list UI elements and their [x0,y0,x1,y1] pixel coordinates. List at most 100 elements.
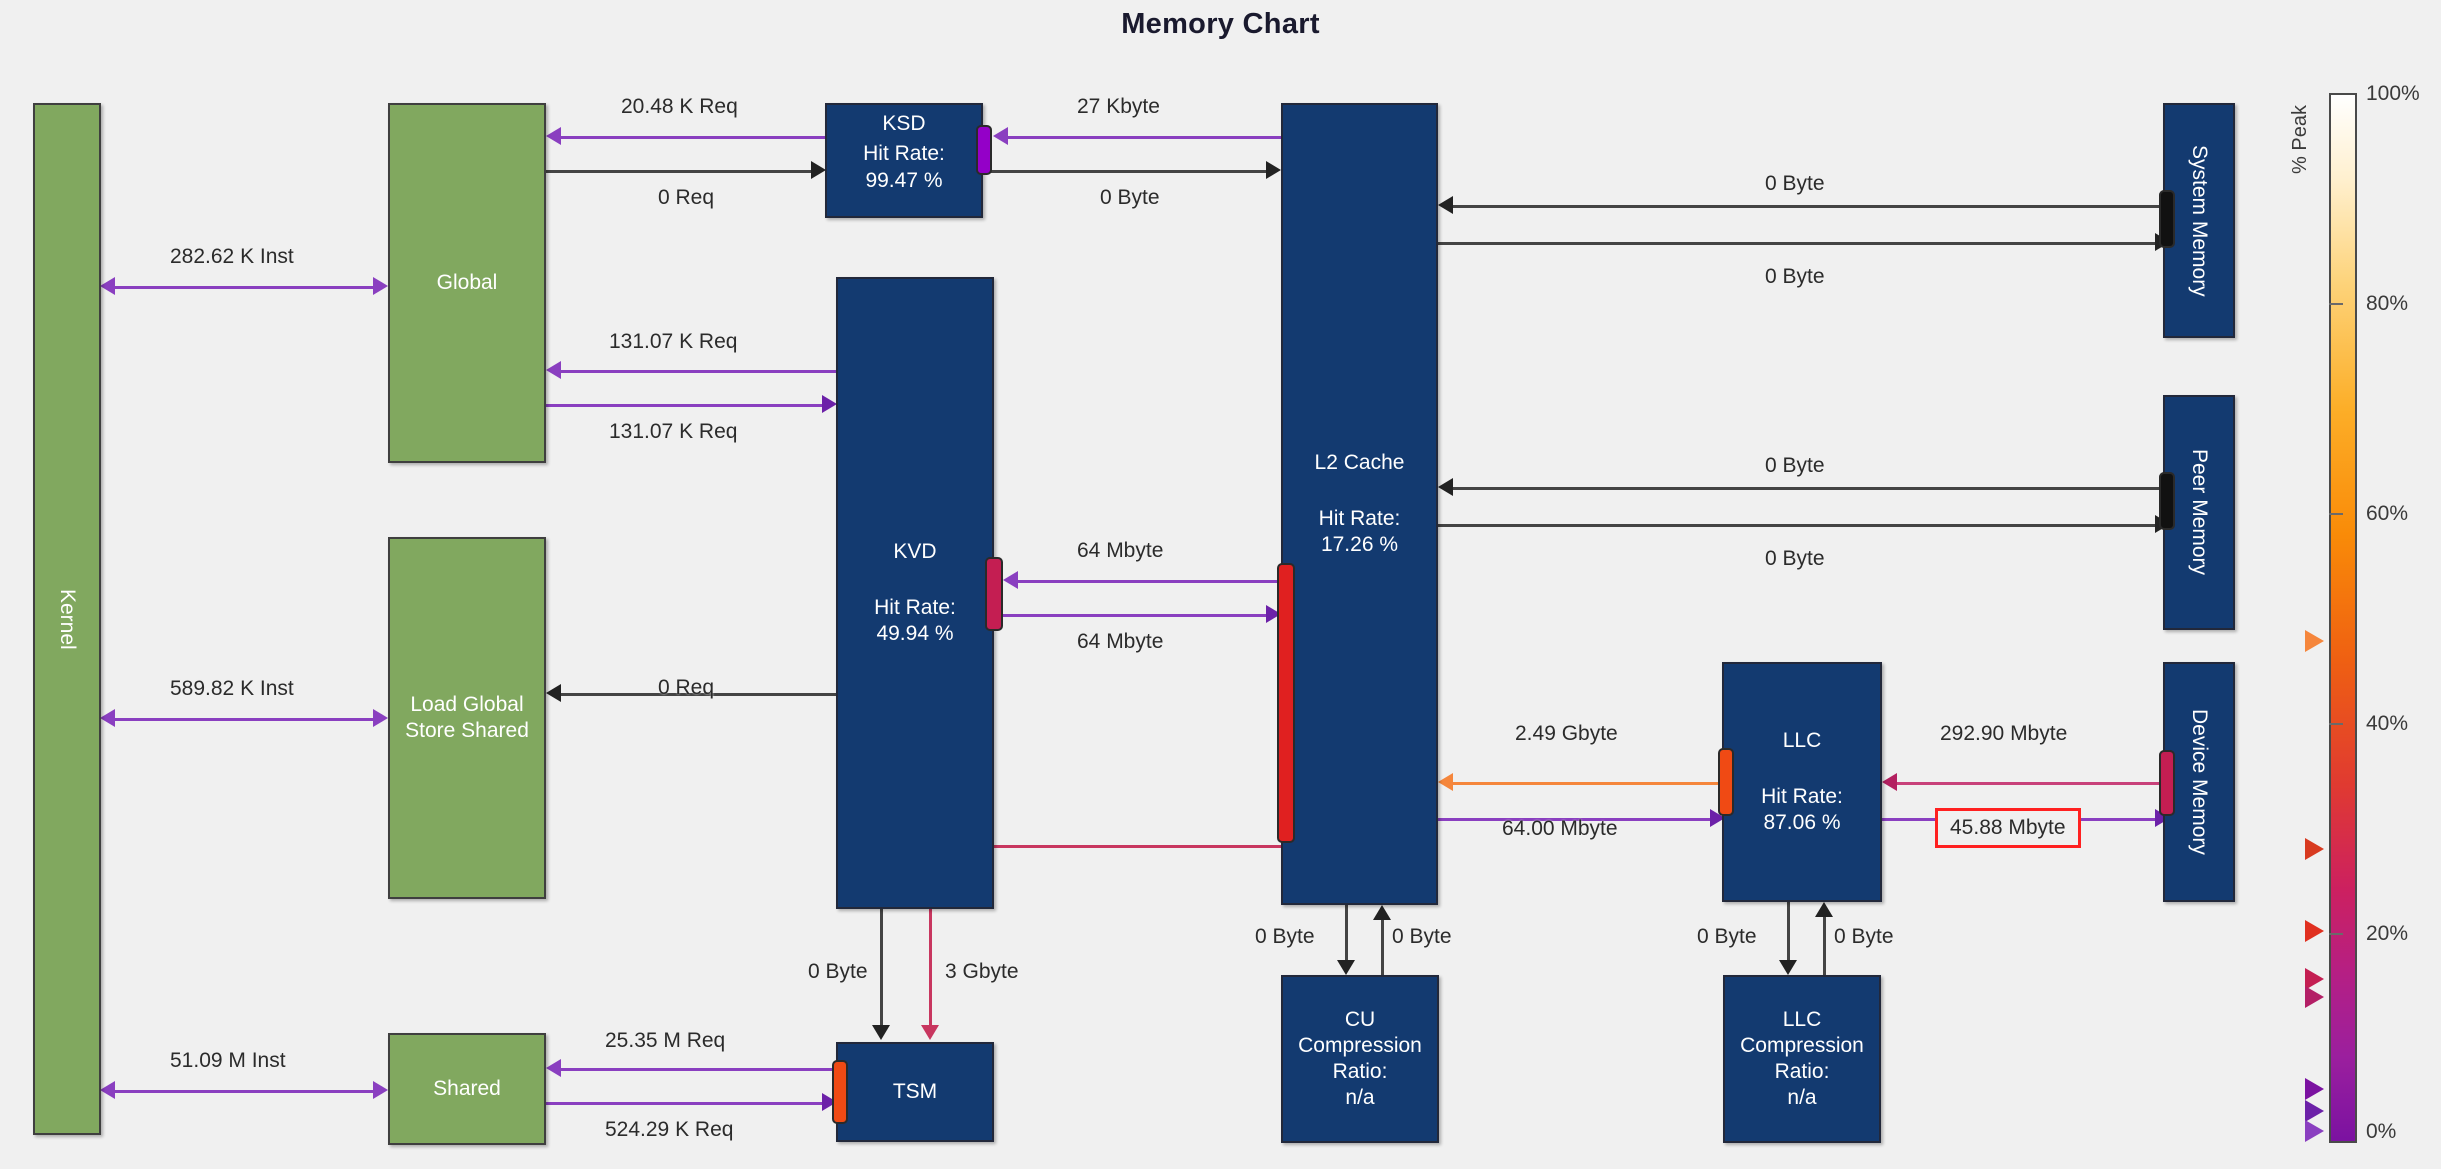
edge-tsm-shared-line [561,1068,836,1071]
edge-tsm-shared-arrowhead [546,1059,561,1077]
edge-kernel-global-arrowhead-left [100,277,115,295]
edge-cucomp-l2-up-line [1381,920,1384,975]
page-title: Memory Chart [1121,8,1320,40]
colorscale-marker-2 [2305,838,2324,860]
edge-global-kvd-arrowhead [822,395,837,413]
node-global[interactable]: Global [388,103,546,463]
edge-global-kvd-line [546,404,822,407]
node-l2-hitrate-value: 17.26 % [1320,533,1399,557]
node-l2-hitrate-label: Hit Rate: [1318,506,1401,530]
node-system-memory-label: System Memory [2188,144,2212,297]
node-llc-compression-ratio[interactable]: LLC Compression Ratio: n/a [1723,975,1881,1143]
node-llc-hitrate-label: Hit Rate: [1761,784,1843,808]
edge-ksd-l2-line [983,170,1266,173]
edge-ksd-l2-arrowhead [1266,161,1281,179]
colorscale-marker-1 [2305,630,2324,652]
node-kvd-hitrate-value: 49.94 % [876,622,954,646]
edge-l2-cucomp-down-line [1345,905,1348,960]
edge-llc-dev-out-label: 45.88 Mbyte [1935,808,2081,848]
node-kvd[interactable]: KVD Hit Rate: 49.94 % [836,277,994,909]
port-peer-memory-left [2159,472,2175,530]
colorscale-tick-60: 60% [2366,502,2409,525]
edge-llccomp-llc-up-line [1823,917,1826,975]
colorscale-marker-8 [2305,1120,2324,1142]
node-cu-comp-line2: Compression [1298,1033,1422,1057]
node-kernel-label: Kernel [56,588,80,650]
edge-global-ksd-in-label: 20.48 K Req [621,95,738,118]
edge-l2-peer-out-label: 0 Byte [1765,547,1825,570]
edge-l2-cucomp-down-label: 0 Byte [1255,925,1315,948]
node-kvd-hitrate-label: Hit Rate: [874,595,956,619]
colorscale-tick-40: 40% [2366,712,2409,735]
edge-kernel-shared-arrowhead-left [100,1081,115,1099]
node-llc-comp-line2: Compression [1740,1033,1864,1057]
edge-kernel-shared-line [115,1090,373,1093]
edge-sysmem-l2-line [1453,205,2163,208]
colorscale-marker-6 [2305,1078,2324,1100]
edge-l2-llc-in-label: 2.49 Gbyte [1515,722,1618,745]
colorscale-tick-0: 0% [2366,1120,2397,1143]
edge-shared-tsm-line [546,1102,822,1105]
edge-l2-peermem-line [1438,524,2155,527]
node-lgss-label-line2: Store Shared [405,719,529,742]
edge-peermem-l2-line [1453,487,2163,490]
edge-l2-tsm-arrowhead [921,1025,939,1040]
port-tsm-left [832,1060,848,1124]
node-system-memory[interactable]: System Memory [2163,103,2235,338]
port-device-memory-left [2159,750,2175,816]
edge-l2-sys-in-label: 0 Byte [1765,172,1825,195]
edge-kvd-global-arrowhead [546,361,561,379]
edge-ksd-l2-out-label: 0 Byte [1100,186,1160,209]
node-global-label: Global [436,270,498,294]
edge-l2-peer-in-label: 0 Byte [1765,454,1825,477]
colorscale-marker-7 [2305,1100,2324,1122]
edge-kernel-lgss-arrowhead-right [373,709,388,727]
edge-l2-ksd-arrowhead [993,127,1008,145]
node-tsm-label: TSM [892,1079,938,1103]
edge-shared-tsm-in-label: 25.35 M Req [605,1029,726,1052]
edge-global-kvd-out-label: 131.07 K Req [609,420,738,443]
port-l2-left [1277,563,1295,843]
edge-llccomp-llc-up-arrowhead [1815,902,1833,917]
node-llc-comp-line1: LLC [1782,1007,1822,1031]
edge-global-ksd-line [546,170,811,173]
edge-global-kvd-in-label: 131.07 K Req [609,330,738,353]
edge-l2-kvd-arrowhead [1003,571,1018,589]
edge-kvd-lgss-arrowhead [546,684,561,702]
node-cu-comp-line1: CU [1344,1007,1376,1031]
node-l2-label: L2 Cache [1314,450,1405,474]
edge-l2-llc-out-label: 64.00 Mbyte [1502,817,1618,840]
node-llc[interactable]: LLC Hit Rate: 87.06 % [1722,662,1882,902]
node-peer-memory-label: Peer Memory [2188,449,2212,576]
node-ksd-label: KSD [882,112,926,135]
node-shared[interactable]: Shared [388,1033,546,1145]
port-llc-left [1718,748,1734,816]
edge-l2-tsm-line-horizontal [929,845,1281,848]
node-device-memory[interactable]: Device Memory [2163,662,2235,902]
edge-llc-llccomp-down-arrowhead [1779,960,1797,975]
node-cu-comp-line3: Ratio: [1332,1060,1388,1083]
node-l2-cache[interactable]: L2 Cache Hit Rate: 17.26 % [1281,103,1438,905]
edge-l2-sys-out-label: 0 Byte [1765,265,1825,288]
node-cu-compression-ratio[interactable]: CU Compression Ratio: n/a [1281,975,1439,1143]
node-llc-hitrate-value: 87.06 % [1763,811,1841,835]
edge-l2-kvd-line [1018,580,1283,583]
node-shared-label: Shared [433,1076,501,1100]
colorscale-tickmark-60 [2329,513,2343,515]
colorscale-tick-80: 80% [2366,292,2409,315]
edge-llc-llccomp-down-line [1787,902,1790,960]
edge-llc-l2-arrowhead [1438,773,1453,791]
edge-kvd-l2-line [1003,614,1266,617]
edge-ksd-global-line [561,136,826,139]
port-kvd-right [985,557,1003,631]
node-tsm[interactable]: TSM [836,1042,994,1142]
node-ksd-hitrate-label: Hit Rate: [863,142,945,166]
node-kernel[interactable]: Kernel [33,103,101,1135]
node-load-global-store-shared[interactable]: Load Global Store Shared [388,537,546,899]
node-ksd[interactable]: KSD Hit Rate: 99.47 % [825,103,983,218]
edge-kernel-lgss-arrowhead-left [100,709,115,727]
edge-kernel-global-label: 282.62 K Inst [170,245,294,268]
edge-kvd-global-line [561,370,839,373]
node-ksd-hitrate-value: 99.47 % [865,168,943,192]
